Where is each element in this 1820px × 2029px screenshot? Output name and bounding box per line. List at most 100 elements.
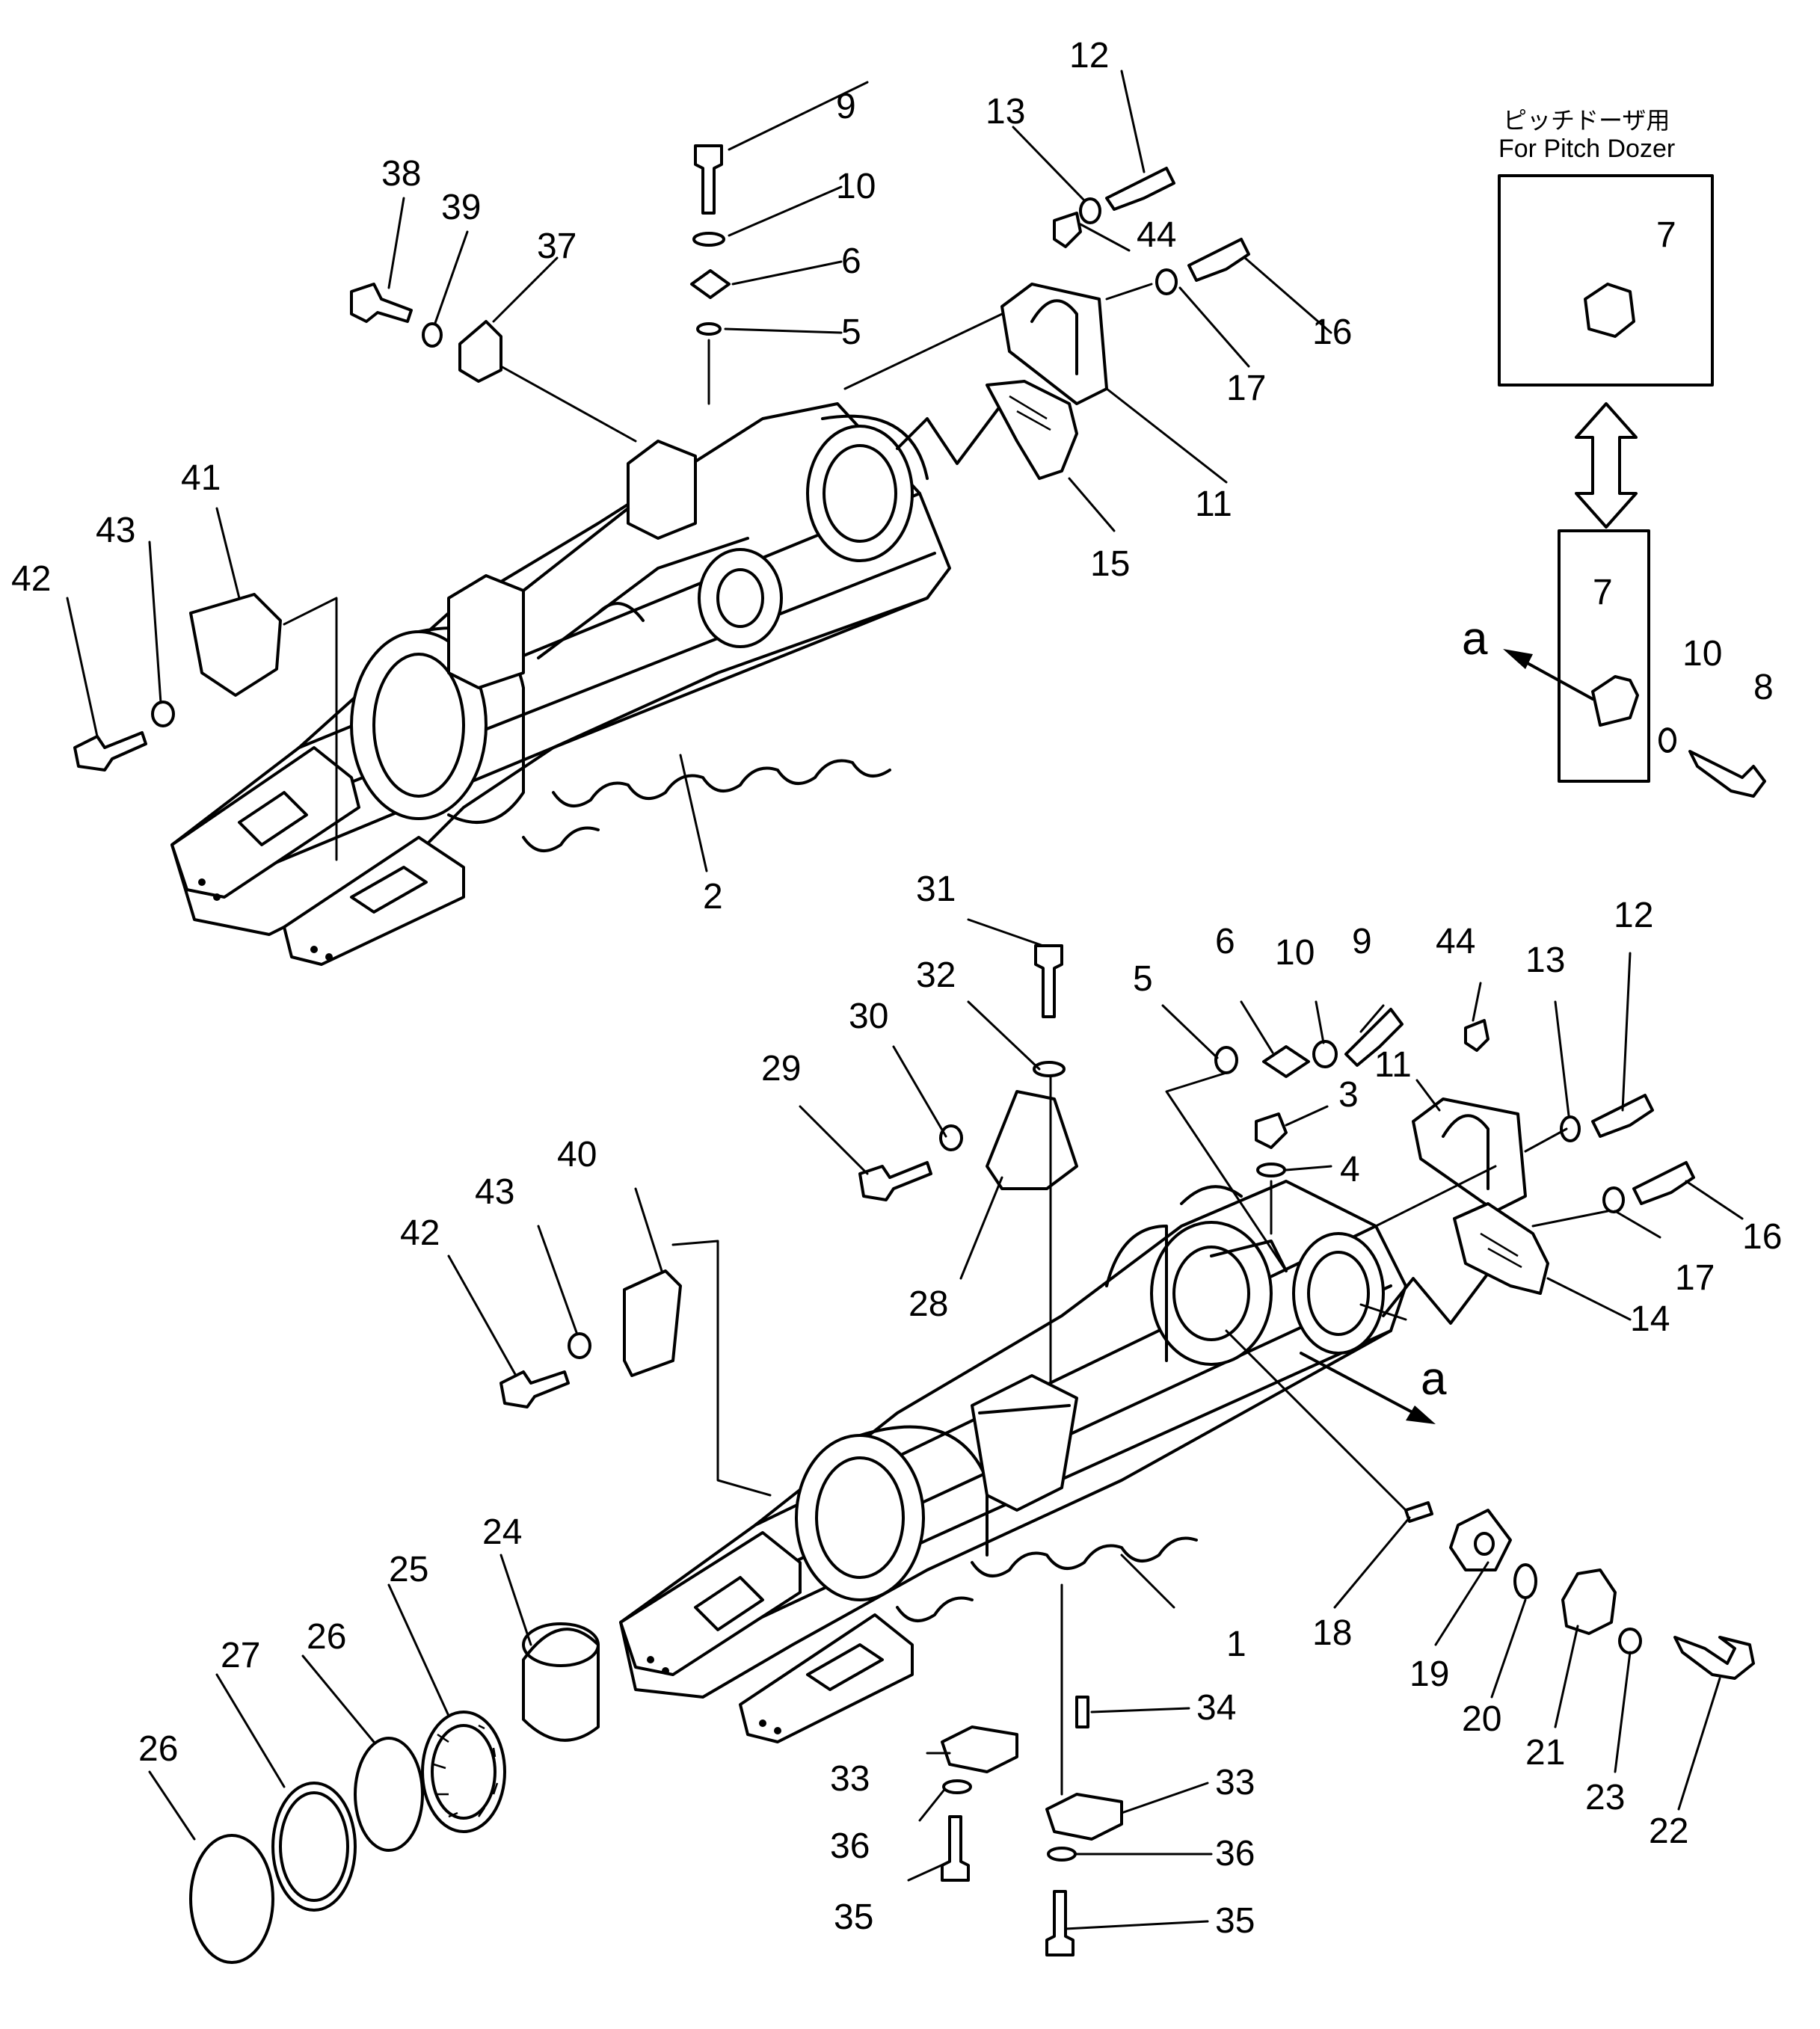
leader-lines — [66, 70, 1744, 1930]
callout-10-lower: 10 — [1275, 933, 1315, 973]
part-10-washer-lower — [1312, 1040, 1338, 1068]
part-33-clamp-right — [1045, 1793, 1123, 1841]
callout-8: 8 — [1753, 668, 1774, 707]
part-14-shoe — [1453, 1202, 1549, 1295]
double-arrow — [1575, 402, 1638, 529]
callout-7-inset-top: 7 — [1656, 215, 1676, 255]
part-24-sleeve — [522, 1628, 600, 1742]
callout-43-lower: 43 — [475, 1172, 514, 1212]
callout-17: 17 — [1226, 369, 1266, 408]
part-3-plug — [1255, 1112, 1288, 1149]
frame-1-rear-fork-upper — [619, 1531, 802, 1676]
callout-42-upper: 42 — [11, 559, 51, 599]
inset-box-bottom — [1558, 529, 1650, 783]
part-34-pin — [1075, 1696, 1089, 1728]
callout-39: 39 — [441, 188, 481, 227]
callout-4: 4 — [1340, 1150, 1360, 1189]
small-parts — [73, 144, 1766, 1964]
part-12-bolt — [1105, 167, 1175, 211]
callout-31: 31 — [916, 869, 956, 909]
part-37-bracket — [458, 320, 502, 383]
callout-44-lower: 44 — [1436, 922, 1475, 961]
callout-11: 11 — [1195, 484, 1232, 524]
frame-1-front-bore — [1292, 1232, 1385, 1355]
part-16-bolt-lower — [1632, 1161, 1695, 1205]
callout-41: 41 — [181, 458, 221, 498]
part-43-washer-upper — [151, 701, 175, 727]
part-7-plate — [1591, 675, 1639, 727]
part-42-bolt-upper — [73, 731, 147, 772]
upper-frame-assembly — [170, 402, 1003, 966]
callout-6: 6 — [841, 241, 861, 281]
callout-44: 44 — [1137, 215, 1176, 255]
part-17-washer-lower — [1602, 1186, 1625, 1213]
callout-29: 29 — [761, 1049, 801, 1089]
callout-30: 30 — [849, 997, 888, 1036]
callout-37: 37 — [537, 227, 577, 266]
part-44-plug-lower — [1464, 1019, 1489, 1052]
part-5-oring-lower — [1214, 1046, 1238, 1074]
part-40-plate — [623, 1269, 682, 1377]
part-43-washer-lower — [568, 1332, 591, 1359]
part-11-bracket-lower — [1412, 1097, 1527, 1213]
part-10-washer-inset — [1658, 727, 1676, 753]
callout-26-upper: 26 — [307, 1617, 346, 1657]
part-20-oring — [1513, 1563, 1537, 1599]
lower-frame-assembly — [619, 1180, 1497, 1743]
inset-group — [1300, 174, 1714, 1424]
callout-3: 3 — [1338, 1075, 1359, 1115]
part-21-lock-washer — [1561, 1568, 1617, 1635]
callout-36-right: 36 — [1215, 1834, 1255, 1873]
part-26-snap-ring-outer — [189, 1834, 274, 1964]
inset-caption-en: For Pitch Dozer — [1498, 135, 1675, 163]
view-arrowhead-upper — [1503, 649, 1533, 669]
callout-36-left: 36 — [830, 1826, 870, 1866]
view-label-upper: a — [1462, 613, 1488, 665]
callout-20: 20 — [1462, 1699, 1501, 1739]
frame-2-rear-fork-upper — [170, 746, 360, 899]
part-36-washer-left — [942, 1779, 972, 1794]
callout-38: 38 — [381, 154, 421, 194]
part-13-washer-lower — [1560, 1115, 1581, 1142]
part-28-bracket — [986, 1090, 1078, 1190]
frame-2-upper-bracket-left — [447, 574, 525, 689]
callout-34: 34 — [1196, 1688, 1236, 1728]
callout-21: 21 — [1525, 1733, 1565, 1773]
part-6-cover-lower — [1262, 1045, 1310, 1078]
callout-19: 19 — [1409, 1654, 1449, 1694]
callout-1: 1 — [1226, 1625, 1246, 1664]
callout-26-lower: 26 — [138, 1729, 178, 1769]
part-25-bearing — [421, 1711, 506, 1833]
frame-2-port-plate — [698, 548, 783, 648]
part-7-inset-cover — [1584, 283, 1635, 338]
part-4-oring — [1256, 1163, 1286, 1177]
view-arrow-lower-a — [1300, 1352, 1422, 1418]
part-16-bolt — [1187, 238, 1250, 282]
part-33-clamp-left — [941, 1725, 1018, 1773]
part-32-washer — [1033, 1061, 1066, 1077]
callout-11-lower: 11 — [1374, 1045, 1412, 1085]
part-6-cover — [690, 269, 731, 299]
callout-35-right: 35 — [1215, 1901, 1255, 1941]
part-26-snap-ring-inner — [354, 1737, 424, 1852]
part-38-bolt — [350, 283, 413, 323]
part-29-bolt — [858, 1161, 932, 1201]
callout-13: 13 — [986, 92, 1025, 132]
callout-18: 18 — [1312, 1613, 1352, 1653]
part-39-washer — [422, 322, 443, 348]
part-36-washer-right — [1047, 1847, 1077, 1862]
callout-14: 14 — [1630, 1299, 1670, 1339]
frame-1-rear-fork-lower — [739, 1613, 914, 1743]
frame-2-upper-bracket-right — [627, 440, 697, 540]
frame-1-port-plate — [1150, 1221, 1273, 1366]
callout-10-inset: 10 — [1682, 634, 1722, 674]
callout-9-lower: 9 — [1352, 922, 1372, 961]
inset-caption-jp: ピッチドーザ用 — [1503, 107, 1670, 134]
callout-5-lower: 5 — [1133, 959, 1153, 999]
part-30-washer — [939, 1124, 963, 1151]
part-5-oring — [696, 322, 722, 336]
part-23-washer — [1618, 1628, 1642, 1654]
inset-box-top — [1498, 174, 1714, 387]
callout-43-upper: 43 — [96, 511, 135, 550]
